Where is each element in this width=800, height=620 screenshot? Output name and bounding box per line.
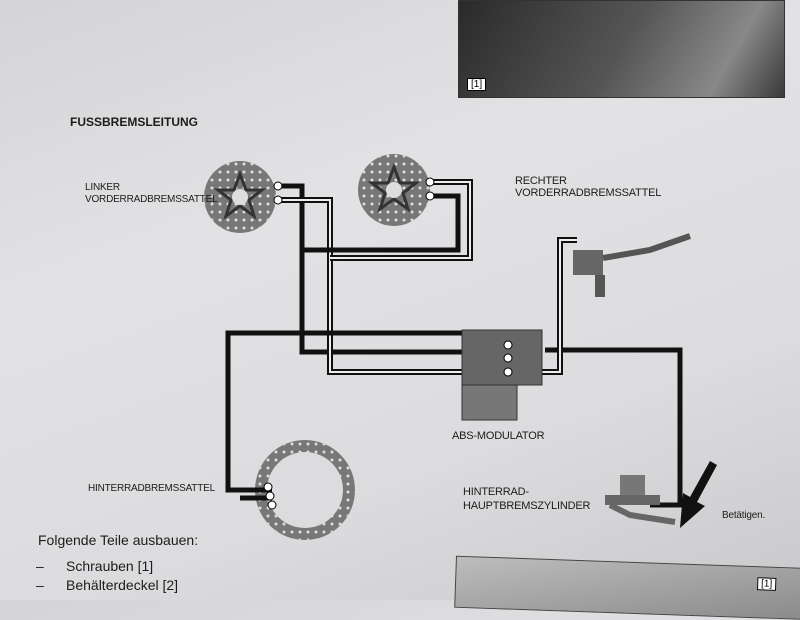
hand-brake-lever [573, 233, 691, 297]
abs-modulator-shape [461, 329, 543, 421]
list-item: –Schrauben [1] [36, 558, 154, 574]
label-abs-modulator: ABS-MODULATOR [452, 430, 545, 442]
label-right-front-caliper: RECHTER VORDERRADBREMSSATTEL [515, 175, 661, 199]
photo-callout: [1] [467, 78, 487, 91]
label-line: RECHTER [515, 175, 567, 187]
label-actuate: Betätigen. [722, 510, 766, 521]
rear-master-cylinder [605, 475, 676, 525]
label-left-front-caliper: LINKER VORDERRADBREMSSATTEL [85, 182, 218, 206]
photo-bottom: [1] [454, 555, 800, 620]
label-line: VORDERRADBREMSSATTEL [85, 194, 218, 205]
label-rear-master-cylinder: HINTERRAD- HAUPTBREMSZYLINDER [463, 485, 590, 513]
right-front-disc [358, 154, 430, 226]
actuate-arrow-icon [680, 461, 717, 528]
diagram-title: FUSSBREMSLEITUNG [70, 115, 199, 129]
left-front-disc [204, 161, 276, 233]
label-rear-caliper: HINTERRADBREMSSATTEL [88, 483, 215, 494]
label-line: HAUPTBREMSZYLINDER [463, 500, 591, 512]
list-item-text: Schrauben [1] [66, 558, 154, 574]
instructions-list: –Schrauben [1] –Behälterdeckel [2] [36, 557, 178, 595]
photo-top: [1] [458, 0, 785, 98]
list-item-text: Behälterdeckel [2] [66, 577, 179, 593]
brake-lines [225, 179, 683, 508]
photo-callout: [1] [756, 577, 777, 591]
label-line: LINKER [85, 182, 120, 193]
label-line: VORDERRADBREMSSATTEL [515, 187, 662, 199]
brake-line-diagram [204, 154, 717, 540]
label-line: HINTERRAD- [463, 486, 529, 498]
instructions-heading: Folgende Teile ausbauen: [38, 532, 199, 548]
rear-disc [255, 440, 355, 540]
list-item: –Behälterdeckel [2] [36, 577, 179, 593]
caliper-ports [263, 177, 435, 510]
